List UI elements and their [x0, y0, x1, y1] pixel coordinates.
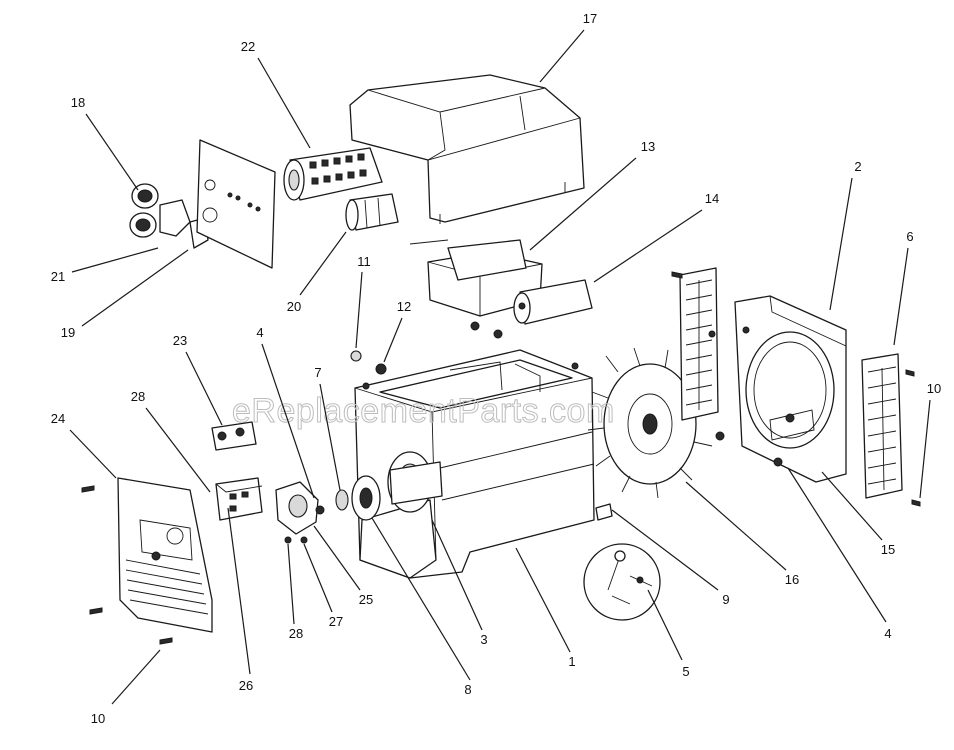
part-8-bearing	[351, 475, 381, 521]
grille-left	[671, 267, 719, 421]
callout-9: 9	[722, 592, 729, 607]
callout-3: 3	[480, 632, 487, 647]
callout-26: 26	[239, 678, 253, 693]
callout-16: 16	[785, 572, 799, 587]
part-5-detail-circle	[583, 543, 661, 621]
callout-labels: 17 22 18 13 14 2 6 21 20 11 12 19 23 4 7…	[51, 11, 941, 726]
callout-1: 1	[568, 654, 575, 669]
callout-20: 20	[287, 299, 301, 314]
callout-24: 24	[51, 411, 65, 426]
callout-10-right: 10	[927, 381, 941, 396]
callout-15: 15	[881, 542, 895, 557]
part-12-fastener	[375, 363, 387, 375]
part-16-fan	[587, 347, 713, 499]
callout-4-left: 4	[256, 325, 263, 340]
part-11-fastener	[350, 350, 362, 362]
callout-28-bottom: 28	[289, 626, 303, 641]
part-20-capacitor	[345, 193, 399, 231]
part-14-capacitor	[513, 279, 593, 325]
part-17-top-cover	[349, 74, 585, 224]
callout-10-bottom: 10	[91, 711, 105, 726]
callout-14: 14	[705, 191, 719, 206]
callout-25: 25	[359, 592, 373, 607]
part-6-grille	[861, 353, 921, 507]
part-26-receptacle	[215, 477, 263, 521]
part-9-bolt	[595, 503, 613, 521]
part-3-rotor	[387, 451, 443, 513]
callout-22: 22	[241, 39, 255, 54]
part-25-brush-holder	[275, 481, 325, 544]
control-panel-plate	[196, 139, 276, 269]
part-22-switch-assembly	[283, 147, 383, 201]
callout-5: 5	[682, 664, 689, 679]
leader-lines	[69, 29, 931, 705]
callout-18: 18	[71, 95, 85, 110]
callout-6: 6	[906, 229, 913, 244]
callout-7: 7	[314, 365, 321, 380]
callout-11: 11	[357, 254, 371, 269]
callout-21: 21	[51, 269, 65, 284]
part-18-circuit-breakers	[129, 183, 209, 249]
callout-4-right: 4	[884, 626, 891, 641]
callout-8: 8	[464, 682, 471, 697]
part-1-stator-frame	[354, 349, 595, 579]
callout-12: 12	[397, 299, 411, 314]
callout-13: 13	[641, 139, 655, 154]
callout-28-top: 28	[131, 389, 145, 404]
part-2-end-bell	[715, 295, 847, 483]
callout-2: 2	[854, 159, 861, 174]
callout-17: 17	[583, 11, 597, 26]
part-24-front-panel	[81, 477, 213, 645]
part-23-terminal	[211, 421, 257, 451]
part-7-washer	[335, 489, 349, 511]
callout-27: 27	[329, 614, 343, 629]
callout-19: 19	[61, 325, 75, 340]
watermark: eReplacementParts.com	[232, 392, 615, 430]
part-13-transformer	[409, 239, 543, 339]
callout-23: 23	[173, 333, 187, 348]
